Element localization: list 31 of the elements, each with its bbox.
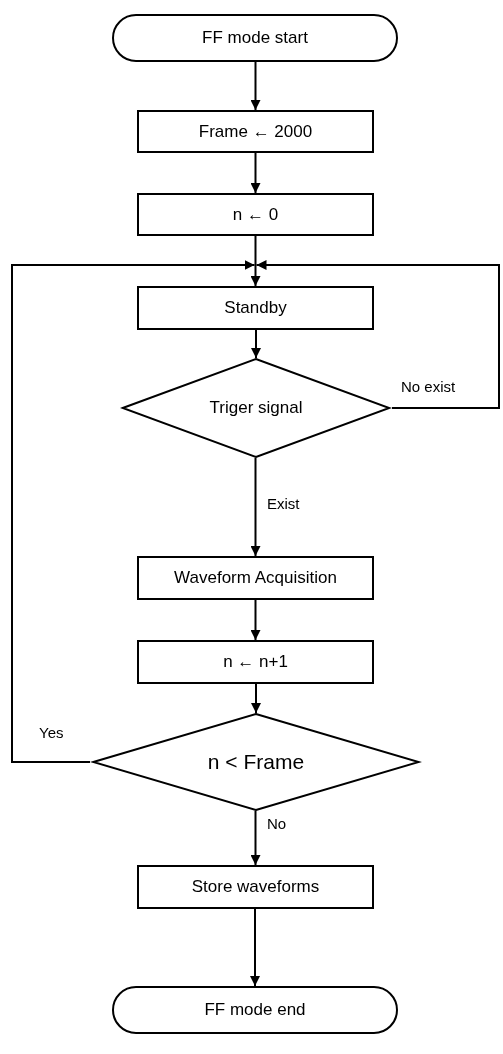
edge-label: Exist (266, 495, 301, 512)
node-label: FF mode start (202, 28, 308, 48)
node-label: Triger signal (209, 397, 303, 419)
arrow (11, 260, 256, 763)
arrow (251, 683, 261, 714)
arrow (250, 61, 261, 111)
process-box (137, 193, 374, 236)
process-box (137, 556, 374, 600)
node-label: Waveform Acquisition (174, 568, 337, 588)
node-label: n ← n+1 (223, 652, 288, 672)
process-box (137, 110, 374, 153)
node-label: Standby (224, 298, 287, 318)
arrow (250, 235, 261, 287)
node-label: n ← 0 (232, 204, 279, 225)
arrow (255, 260, 500, 409)
arrow (250, 908, 260, 987)
terminal-shape (112, 14, 398, 62)
arrow (250, 152, 261, 194)
arrow (251, 329, 261, 359)
terminal-shape (112, 986, 398, 1034)
arrow (250, 810, 261, 866)
process-box (137, 640, 374, 684)
node-label: Store waveforms (191, 877, 320, 897)
edge-label: No exist (400, 378, 457, 395)
process-box (137, 865, 374, 909)
node-label: FF mode end (204, 1000, 306, 1020)
process-box (137, 286, 374, 330)
node-label: Frame ← 2000 (198, 121, 313, 142)
node-label: n < Frame (207, 748, 305, 775)
arrow (250, 599, 261, 641)
arrow (250, 457, 261, 557)
